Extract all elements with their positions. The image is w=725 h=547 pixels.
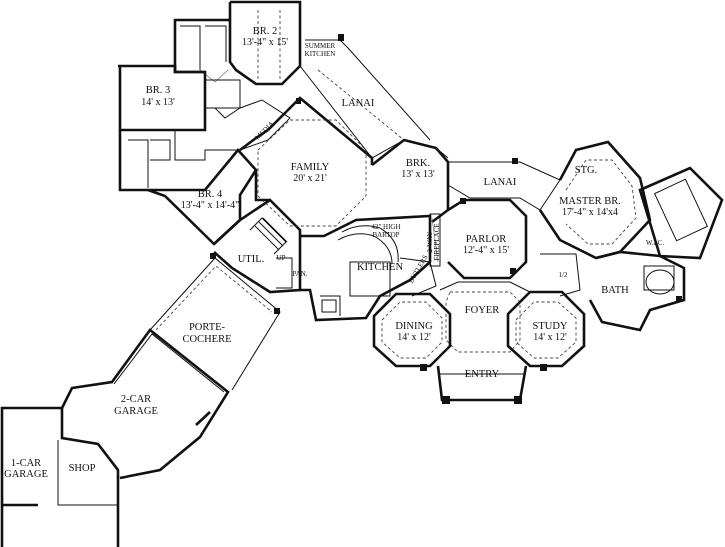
master-br-dims: 17'-4" x 14'x4	[562, 207, 618, 218]
stg-label: STG.	[575, 165, 597, 176]
br4-dims: 13'-4" x 14'-4"	[181, 200, 239, 211]
util-label: UTIL.	[238, 254, 265, 265]
parlor-label: PARLOR	[466, 234, 506, 245]
study-label: STUDY	[532, 321, 567, 332]
bedroom-wing	[118, 0, 302, 294]
shop-label: SHOP	[69, 463, 96, 474]
foyer-label: FOYER	[465, 305, 499, 316]
summer-kitchen-label-1: SUMMER	[305, 42, 336, 50]
dining-label: DINING	[395, 321, 433, 332]
kitchen-label: KITCHEN	[357, 262, 403, 273]
family-dims: 20' x 21'	[293, 173, 327, 184]
brk-label: BRK.	[406, 158, 430, 169]
br3-dims: 14' x 13'	[141, 97, 175, 108]
bartop-label-1: 42" HIGH	[371, 223, 400, 231]
garage-wing	[0, 253, 281, 547]
fireplace-label-2: FIREPLACE	[433, 223, 441, 260]
porte-cochere-label-2: COCHERE	[182, 334, 231, 345]
garage1-label-2: GARAGE	[4, 469, 48, 480]
family-label: FAMILY	[291, 162, 330, 173]
garage1-label-1: 1-CAR	[11, 458, 41, 469]
study-dims: 14' x 12'	[533, 332, 567, 343]
bartop-label-2: BARTOP	[372, 231, 399, 239]
lanai-top-label: LANAI	[342, 98, 375, 109]
garage2-label-2: GARAGE	[114, 406, 158, 417]
front-rooms	[372, 198, 586, 404]
garage2-label-1: 2-CAR	[121, 394, 151, 405]
up-label: UP	[277, 254, 286, 262]
room-labels: BR. 2 13'-4" x 15' SUMMER KITCHEN BR. 3 …	[4, 26, 664, 480]
central-core	[254, 34, 561, 322]
br2-dims: 13'-4" x 15'	[242, 37, 288, 48]
master-br-label: MASTER BR.	[559, 196, 621, 207]
master-suite	[538, 140, 724, 332]
pan-label: PAN.	[292, 270, 307, 278]
dining-dims: 14' x 12'	[397, 332, 431, 343]
br4-label: BR. 4	[198, 189, 223, 200]
bath-label: BATH	[601, 285, 629, 296]
butlers-label: BUTLERS	[407, 253, 430, 284]
half-bath-label: 1/2	[559, 271, 568, 279]
porte-cochere-label-1: PORTE-	[189, 322, 226, 333]
media-label: MEDIA	[254, 120, 276, 142]
fireplace-label-1: 2-WAY	[426, 231, 434, 252]
br2-label: BR. 2	[253, 26, 278, 37]
brk-dims: 13' x 13'	[401, 169, 435, 180]
wic-label: W.I.C.	[646, 239, 664, 247]
br3-label: BR. 3	[146, 85, 171, 96]
lanai-mid-label: LANAI	[484, 177, 517, 188]
parlor-dims: 12'-4" x 15'	[463, 245, 509, 256]
summer-kitchen-label-2: KITCHEN	[305, 50, 336, 58]
entry-label: ENTRY	[465, 369, 500, 380]
